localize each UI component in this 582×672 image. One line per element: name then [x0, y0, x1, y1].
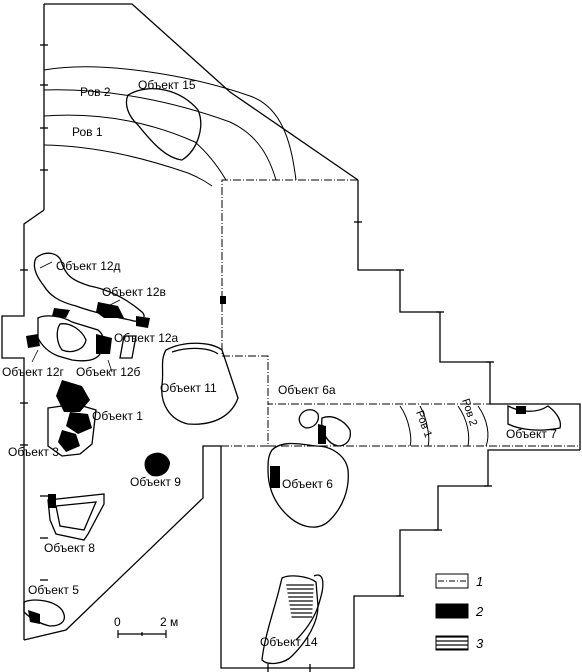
legend-key-1: 1	[476, 574, 483, 589]
label-obj6: Объект 6	[282, 477, 333, 491]
label-obj5: Объект 5	[28, 583, 79, 597]
label-obj1: Объект 1	[92, 409, 143, 423]
black-fill-areas	[26, 296, 526, 624]
label-obj14: Объект 14	[260, 635, 318, 649]
label-rov2: Ров 2	[80, 85, 111, 99]
label-obj7: Объект 7	[506, 427, 557, 441]
label-obj6a: Объект 6а	[278, 383, 336, 397]
label-obj8: Объект 8	[44, 541, 95, 555]
label-obj12b: Объект 12б	[76, 365, 141, 379]
label-obj12a: Объект 12а	[114, 331, 179, 345]
scale-two-m: 2 м	[160, 615, 178, 629]
label-obj12g: Объект 12г	[2, 365, 65, 379]
legend: 1 2 3	[435, 573, 484, 651]
leader-lines	[31, 261, 121, 373]
excavation-boundary	[1, 3, 581, 669]
scale-bar: 0 2 м	[114, 615, 178, 638]
boundary-ticks	[20, 44, 494, 672]
label-obj11: Объект 11	[160, 381, 217, 395]
legend-swatch-2	[435, 603, 469, 619]
legend-swatch-3	[435, 635, 469, 651]
hatched-areas	[286, 582, 314, 620]
label-rov1: Ров 1	[72, 125, 103, 139]
label-rov1-east: Ров 1	[413, 409, 434, 439]
label-obj15: Объект 15	[138, 78, 196, 92]
legend-key-2: 2	[475, 604, 484, 619]
legend-key-3: 3	[476, 636, 484, 651]
label-obj3: Объект 3	[8, 445, 59, 459]
label-obj12d: Объект 12д	[56, 259, 121, 273]
scale-zero: 0	[114, 615, 121, 629]
label-obj9: Объект 9	[130, 475, 181, 489]
label-obj12v: Объект 12в	[102, 285, 166, 299]
object-labels: Объект 15 Ров 2 Ров 1 Объект 12д Объект …	[2, 78, 557, 649]
ditch-lines	[43, 66, 489, 447]
